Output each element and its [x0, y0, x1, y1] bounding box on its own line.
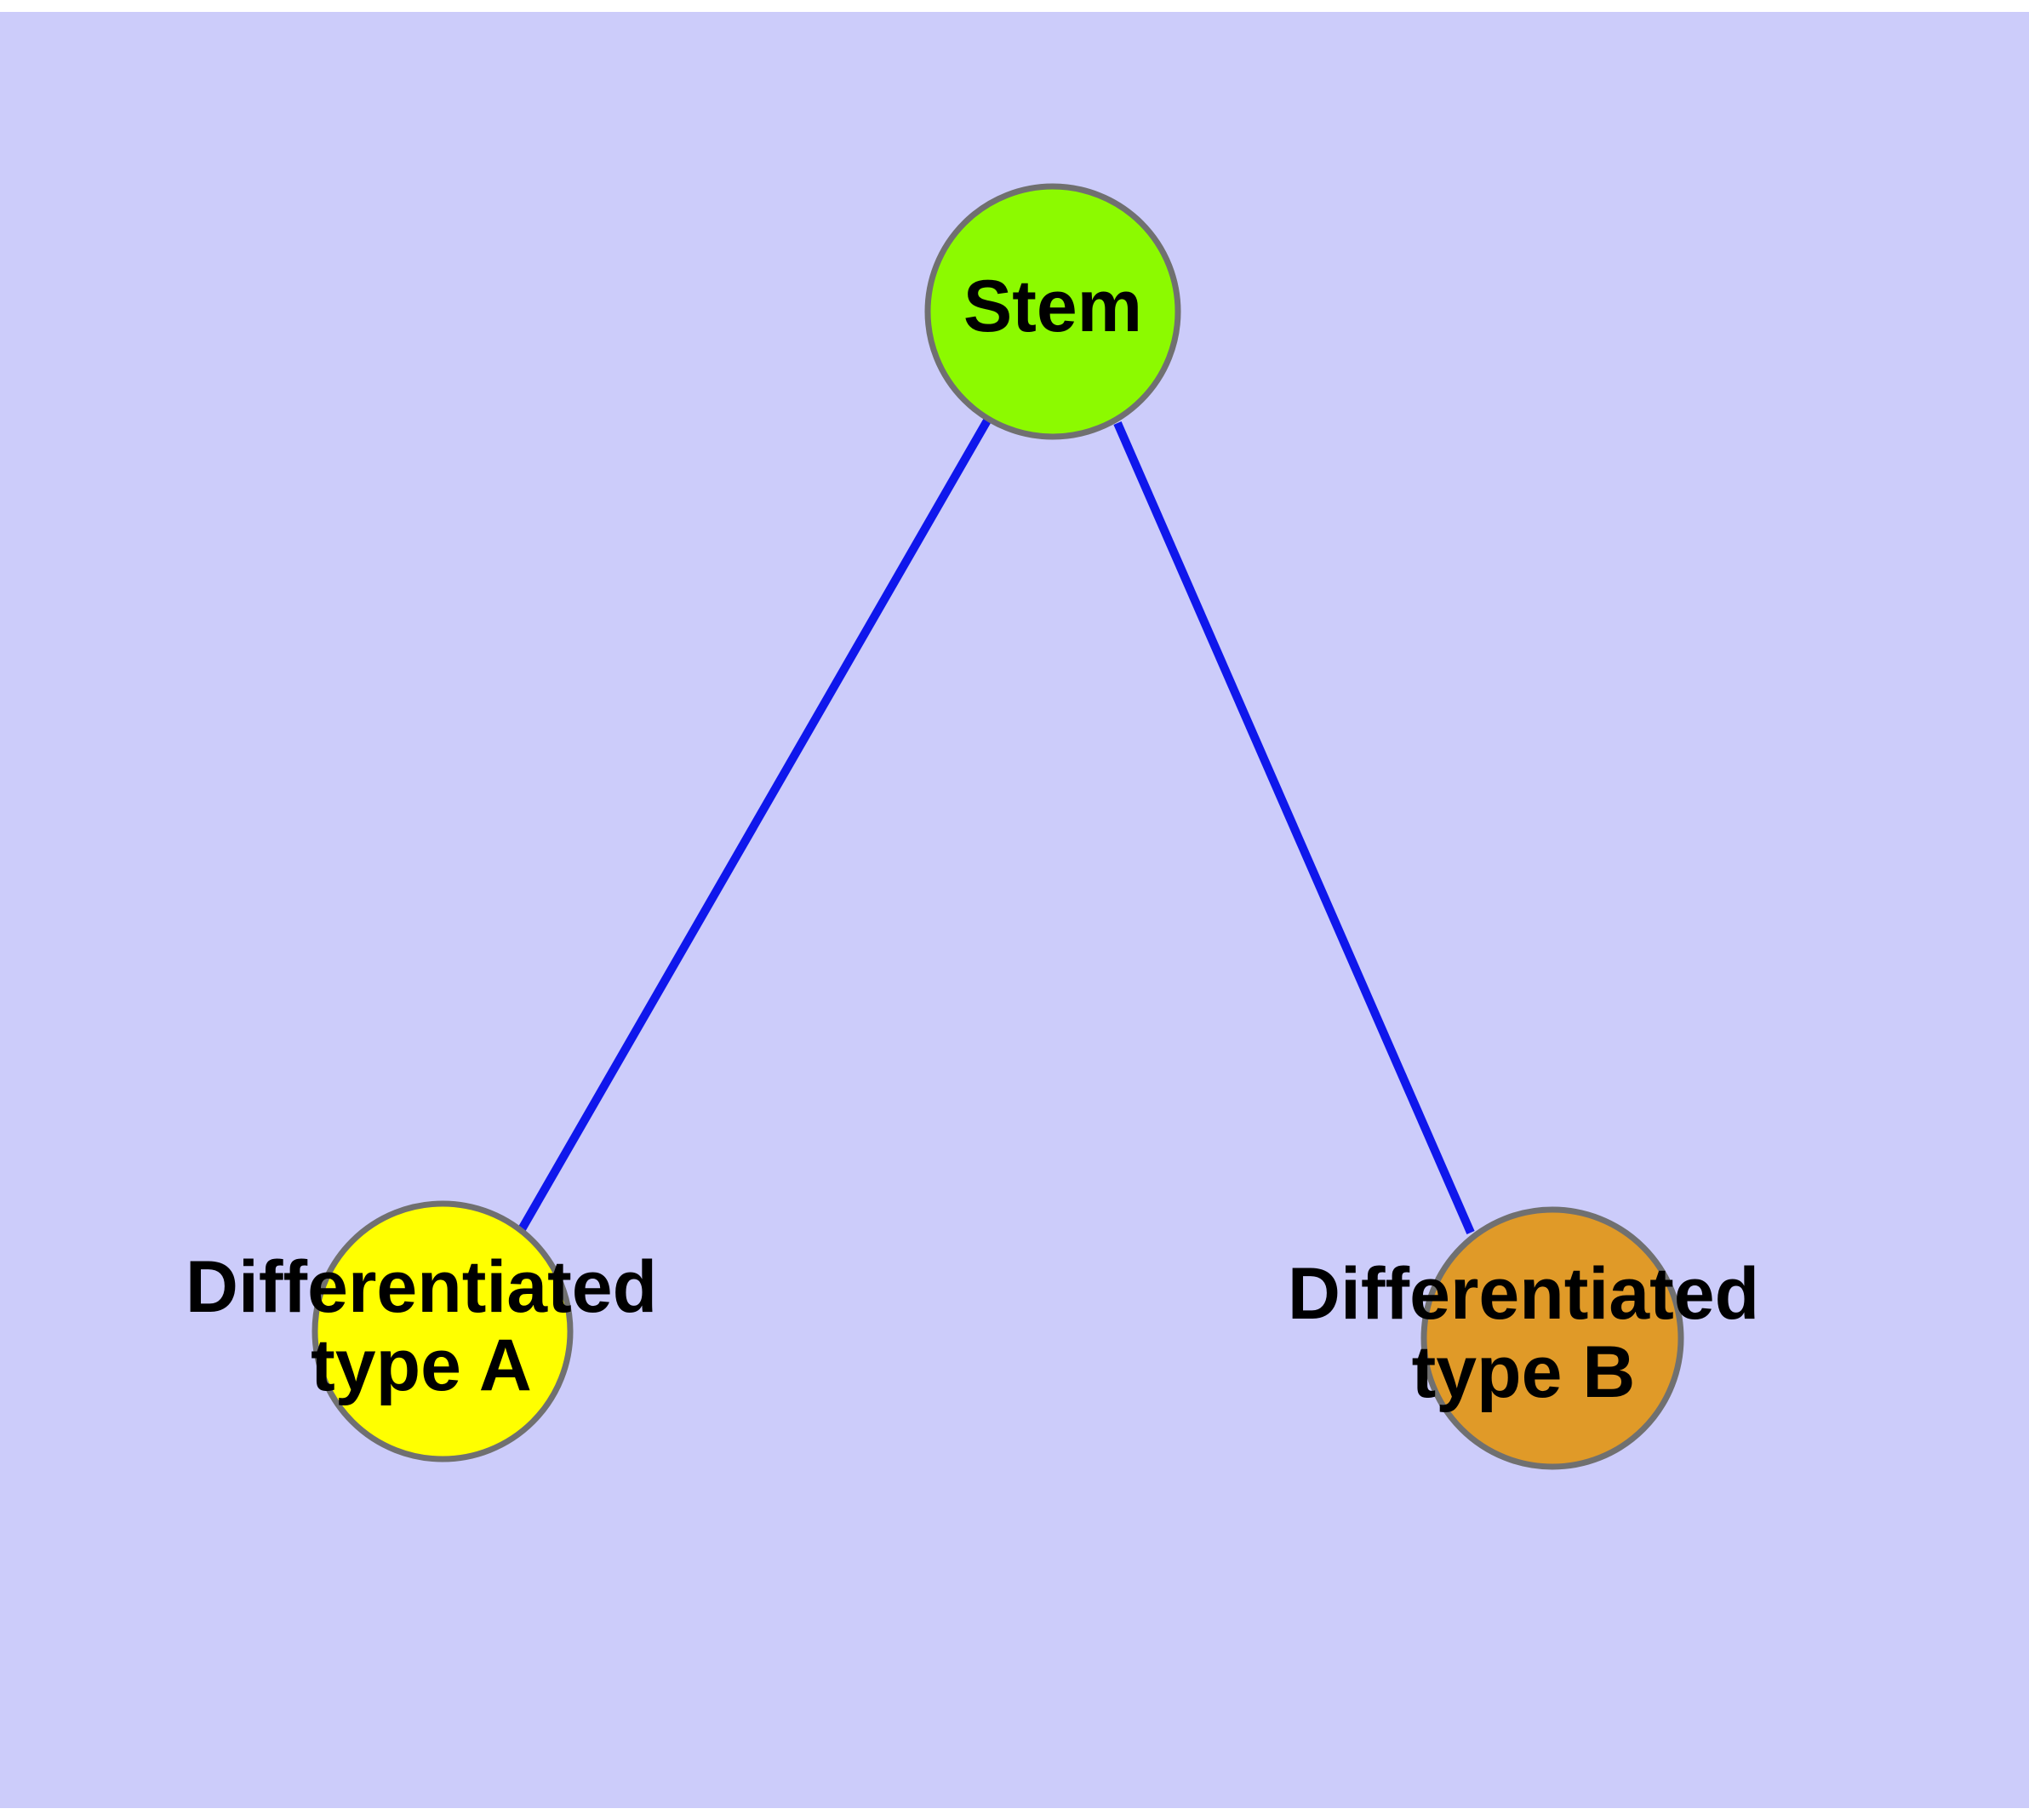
edge-stem-to-differentiated-a[interactable]	[517, 418, 992, 1232]
nodes-layer	[311, 183, 1684, 1470]
node-label-line: Differentiated	[186, 1246, 657, 1328]
node-label-line: Differentiated	[1288, 1253, 1759, 1335]
edge-stem-to-differentiated-b[interactable]	[1113, 421, 1475, 1234]
node-label-line: type B	[1412, 1331, 1636, 1413]
edges-layer	[517, 418, 1475, 1234]
node-label-line: type A	[311, 1325, 532, 1406]
node-stem[interactable]	[924, 183, 1181, 440]
node-label-line: Stem	[963, 266, 1142, 347]
node-differentiated-type-a[interactable]	[311, 1200, 574, 1462]
node-differentiated-type-b[interactable]	[1420, 1206, 1684, 1470]
node-label-stem: Stem	[963, 266, 1142, 347]
